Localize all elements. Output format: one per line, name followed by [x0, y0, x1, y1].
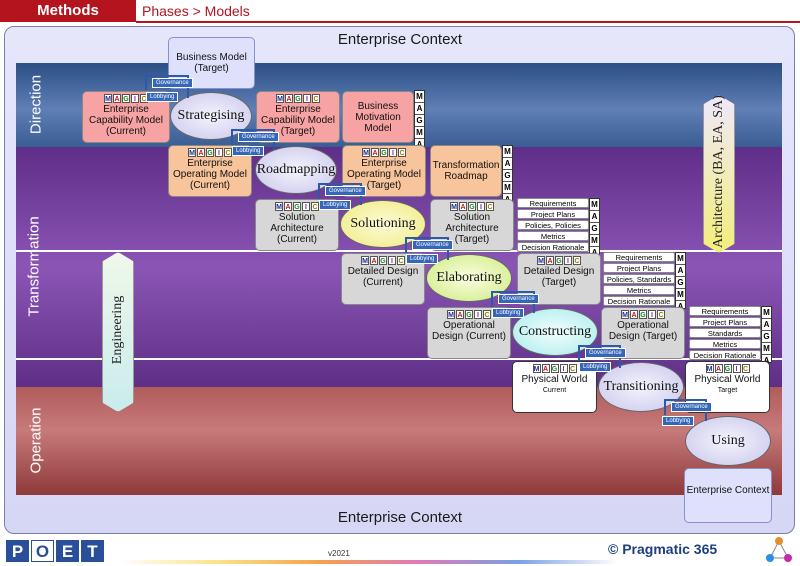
network-logo-icon: [766, 537, 792, 562]
ecm-current-label: Enterprise Capability Model (Current): [89, 104, 163, 137]
phase-transitioning[interactable]: Transitioning: [598, 362, 684, 412]
governance-tag: Governance: [412, 240, 453, 250]
lobbying-tag: Lobbying: [492, 308, 525, 318]
phase-constructing[interactable]: Constructing: [512, 308, 598, 356]
band-divider: [16, 358, 782, 360]
governance-tag: Governance: [671, 402, 712, 412]
phase-solutioning[interactable]: Solutioning: [340, 200, 426, 248]
lobbying-tag: Lobbying: [662, 416, 695, 426]
pw-target-sub: Target: [717, 387, 738, 394]
copyright-label: © Pragmatic 365: [608, 541, 718, 557]
lobbying-tag: Lobbying: [319, 200, 352, 210]
version-label: v2021: [328, 549, 350, 558]
breadcrumb[interactable]: Phases > Models: [142, 3, 250, 19]
pw-current-title: Physical World: [521, 374, 588, 385]
governance-tag: Governance: [325, 186, 366, 196]
ecm-target-label: Enterprise Capability Model (Target): [261, 104, 335, 137]
phase-roadmapping[interactable]: Roadmapping: [255, 146, 337, 194]
eom-current-label: Enterprise Operating Model (Current): [173, 158, 247, 191]
magic-column: MAGMA: [675, 252, 686, 311]
phase-elaborating[interactable]: Elaborating: [426, 254, 512, 302]
dd-current-label: Detailed Design (Current): [347, 266, 419, 288]
magic-column: MAGMA: [589, 198, 600, 257]
governance-tag: Governance: [238, 132, 279, 142]
sa-target-label: Solution Architecture (Target): [445, 212, 499, 245]
eom-target-label: Enterprise Operating Model (Target): [347, 158, 421, 191]
lobbying-tag: Lobbying: [579, 362, 612, 372]
transformation-roadmap-box[interactable]: Transformation Roadmap: [430, 145, 502, 197]
header-rule: [136, 21, 800, 23]
band-divider: [16, 250, 782, 252]
lobbying-tag: Lobbying: [232, 146, 265, 156]
engineering-bar: [102, 252, 134, 412]
dd-target-label: Detailed Design (Target): [523, 266, 595, 288]
architecture-bar: [703, 95, 735, 253]
enterprise-context-box[interactable]: Enterprise Context: [684, 468, 772, 523]
footer-gradient: [118, 560, 618, 564]
lobbying-tag: Lobbying: [406, 254, 439, 264]
governance-tag: Governance: [152, 78, 193, 88]
context-top-label: Enterprise Context: [337, 31, 463, 48]
sa-current-label: Solution Architecture (Current): [270, 212, 324, 245]
context-bottom-label: Enterprise Context: [337, 509, 463, 526]
phase-using[interactable]: Using: [685, 416, 771, 466]
od-current-label: Operational Design (Current): [432, 320, 506, 342]
pw-target-title: Physical World: [694, 374, 761, 385]
governance-tag: Governance: [585, 348, 626, 358]
lobbying-tag: Lobbying: [146, 92, 179, 102]
magic-column: MAGMA: [761, 306, 772, 365]
governance-tag: Governance: [498, 294, 539, 304]
business-motivation-box[interactable]: Business Motivation Model: [342, 91, 414, 143]
pw-current-sub: Current: [542, 387, 567, 394]
methods-tab[interactable]: Methods: [0, 0, 136, 22]
od-target-label: Operational Design (Target): [608, 320, 678, 342]
magic-column: MAGMA: [414, 90, 425, 149]
